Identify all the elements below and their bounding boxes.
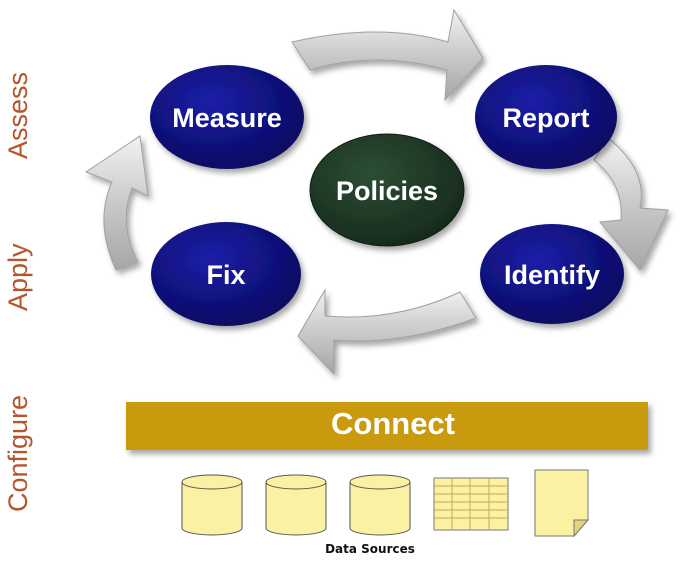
phase-label-apply: Apply [3, 243, 33, 311]
node-identify: Identify [480, 224, 624, 324]
node-report: Report [475, 65, 617, 169]
phase-label-assess: Assess [3, 71, 33, 159]
database-icon [349, 474, 411, 536]
node-policies-label: Policies [336, 176, 438, 206]
arrow-fix-to-measure [84, 135, 149, 271]
data-sources-caption: Data Sources [325, 542, 415, 556]
node-measure: Measure [150, 65, 304, 169]
phase-label-configure: Configure [3, 394, 33, 512]
node-report-label: Report [503, 103, 590, 133]
connect-bar: Connect [126, 402, 648, 450]
node-fix: Fix [151, 222, 301, 326]
document-icon [534, 469, 590, 538]
node-identify-label: Identify [504, 260, 600, 290]
node-policies: Policies [309, 133, 465, 247]
spreadsheet-icon [433, 477, 509, 531]
connect-label: Connect [331, 406, 455, 441]
database-icon [265, 474, 327, 536]
arrow-identify-to-fix [297, 288, 477, 376]
arrow-report-to-identify [593, 137, 669, 271]
arrow-measure-to-report [291, 8, 484, 102]
database-icon [181, 474, 243, 536]
data-sources [181, 469, 590, 538]
node-fix-label: Fix [206, 260, 245, 290]
node-measure-label: Measure [172, 103, 282, 133]
